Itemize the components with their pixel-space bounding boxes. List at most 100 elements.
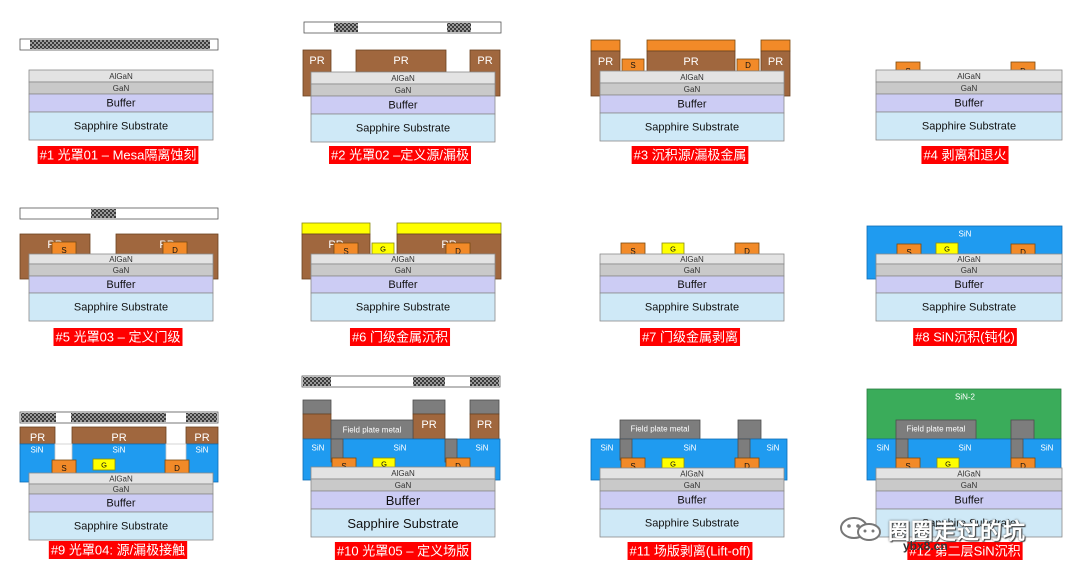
sapphire-label: Sapphire Substrate [74,302,168,314]
step-caption: #10 光罩05 – 定义场版 [337,544,469,559]
caption-background [48,541,188,559]
watermark: 圈圈走过的坑 [838,514,1074,544]
sapphire-substrate [599,112,785,142]
mask-chrome [21,413,56,422]
caption-background [913,328,1017,346]
gate-label: G [381,460,387,469]
photomask [301,375,501,388]
algan-label: AlGaN [391,469,415,478]
gan-label: GaN [961,84,978,93]
watermark-site: ybx8.cn [903,539,948,553]
mask-chrome [303,377,331,386]
sapphire-substrate [310,292,496,322]
field-plate-metal [1010,438,1024,461]
step-caption: #11 场版剥离(Lift-off) [630,544,751,559]
drain-label: D [1020,462,1026,471]
sapphire-label: Sapphire Substrate [922,518,1016,530]
caption-background [639,328,741,346]
caption-background [907,542,1023,560]
buffer-label: Buffer [954,495,983,507]
caption-background [631,146,749,164]
photoresist-label: PR [598,56,613,68]
step-caption: #12 第二层SiN沉积 [909,544,1020,559]
field-plate-metal [469,399,500,415]
contact-opening [165,443,187,463]
source-drain-metal [590,39,621,52]
buffer-label: Buffer [388,100,417,112]
buffer-label: Buffer [954,279,983,291]
photoresist-label: PR [111,432,126,444]
step-caption: #6 门级金属沉积 [352,330,448,345]
sin2-label: SiN-2 [955,393,976,402]
algan-label: AlGaN [680,255,704,264]
sapphire-substrate [599,292,785,322]
gan-label: GaN [395,86,412,95]
algan-label: AlGaN [109,72,133,81]
sapphire-label: Sapphire Substrate [74,121,168,133]
algan-label: AlGaN [957,72,981,81]
wechat-icon [840,517,881,541]
field-plate-metal [737,438,751,461]
gan-label: GaN [961,266,978,275]
algan-label: AlGaN [391,74,415,83]
algan-label: AlGaN [957,470,981,479]
drain-label: D [172,246,178,255]
caption-background [921,146,1009,164]
step-caption: #9 光罩04: 源/漏极接触 [51,543,185,558]
buffer-label: Buffer [677,279,706,291]
caption-background [37,146,199,164]
buffer-label: Buffer [386,493,421,508]
sapphire-substrate [310,113,496,143]
sin-label: SiN [394,444,407,453]
photoresist-label: PR [309,55,324,67]
algan-label: AlGaN [109,255,133,264]
caption-background [349,328,451,346]
step-caption: #5 光罩03 – 定义门级 [56,330,181,345]
algan-label: AlGaN [109,475,133,484]
gan-label: GaN [684,481,701,490]
photoresist-label: PR [194,432,209,444]
algan-label: AlGaN [391,255,415,264]
field-plate-label: Field plate metal [631,425,690,434]
sapphire-substrate [28,292,214,322]
sapphire-label: Sapphire Substrate [922,302,1016,314]
drain-label: D [1020,248,1026,257]
step-caption: #1 光罩01 – Mesa隔离蚀刻 [40,148,197,163]
drain-label: D [455,462,461,471]
sin-label: SiN [1041,444,1054,453]
sin-label: SiN [113,446,126,455]
photoresist-label: PR [421,419,436,431]
photoresist-label: PR [393,55,408,67]
source-label: S [61,246,66,255]
field-plate-metal [737,419,762,440]
mask-chrome [334,23,358,32]
source-label: S [630,61,635,70]
step-caption: #4 剥离和退火 [923,148,1006,163]
sin-label: SiN [312,444,325,453]
algan-label: AlGaN [680,73,704,82]
drain-label: D [455,247,461,256]
field-plate-metal [302,399,332,415]
mask-chrome [186,413,217,422]
sapphire-substrate [875,111,1063,141]
photomask [303,21,502,34]
gan-label: GaN [684,85,701,94]
contact-opening [54,443,73,463]
algan-label: AlGaN [680,470,704,479]
field-plate-metal [1010,419,1035,440]
drain-label: D [745,61,751,70]
sapphire-substrate [599,508,785,538]
drain-label: D [744,247,750,256]
sapphire-substrate [28,111,214,141]
gate-label: G [380,245,386,254]
photoresist-label: PR [477,55,492,67]
mask-chrome [413,377,445,386]
gan-label: GaN [113,266,130,275]
source-label: S [905,462,910,471]
mask-chrome [30,40,210,49]
caption-background [329,146,471,164]
